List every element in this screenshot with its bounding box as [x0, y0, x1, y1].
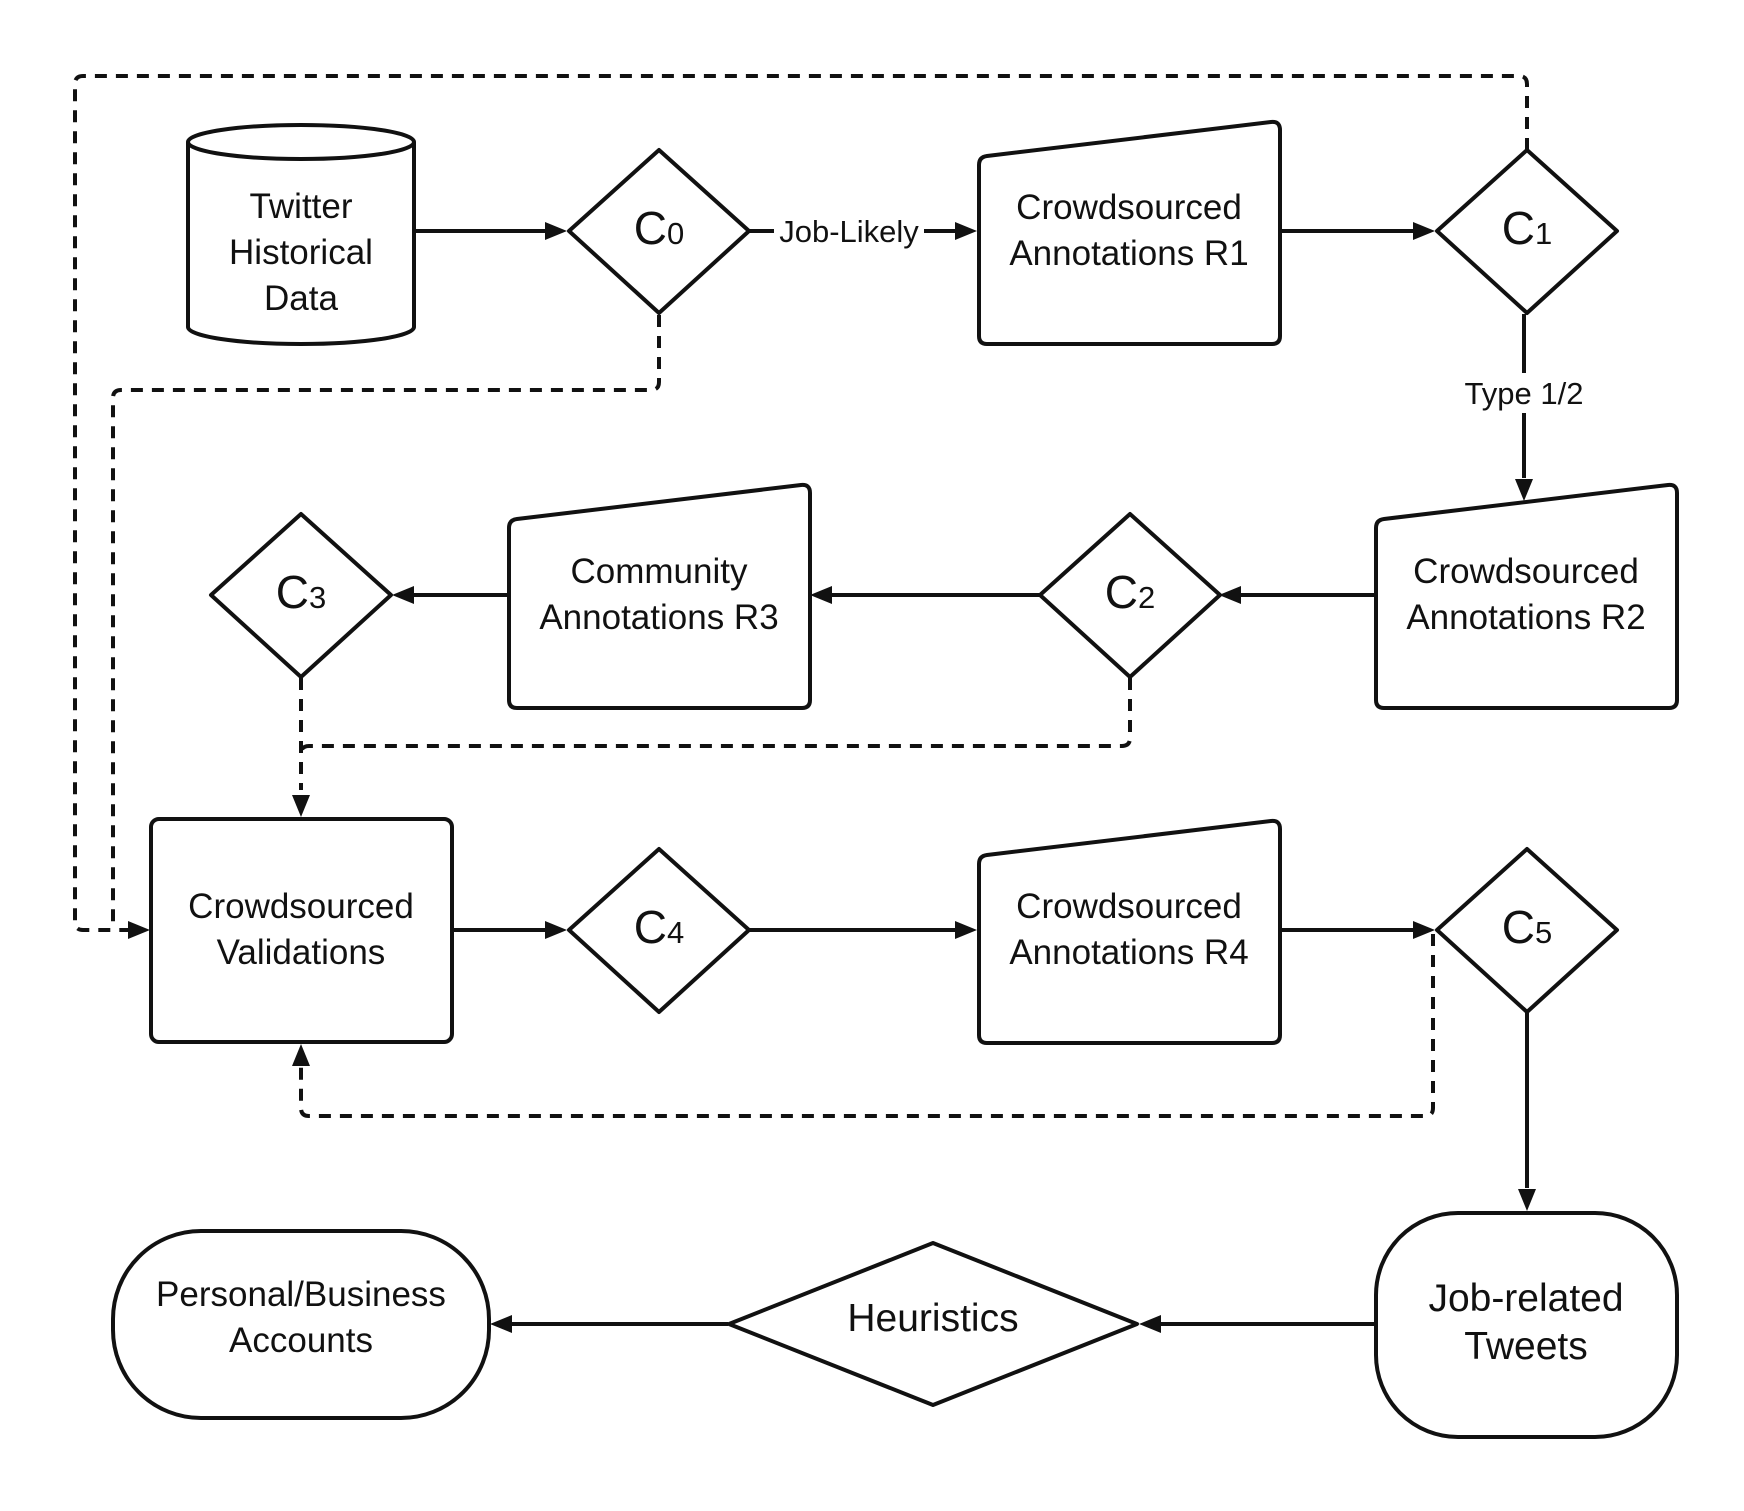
decision-diamond-heuristics: [727, 1241, 1139, 1407]
arrowhead-r2-top: [1515, 479, 1533, 501]
decision-diamond-c4: [567, 847, 751, 1014]
arrowhead-validations-left-outer: [128, 921, 150, 939]
process-box-validations: [149, 817, 454, 1044]
arrowhead-heuristics-right: [1139, 1315, 1161, 1333]
arrowhead-r3-right: [810, 586, 832, 604]
edge-c0-to-validations-dashed: [111, 315, 661, 930]
job-likely-label-bg: [774, 212, 924, 250]
c4-sub: 4: [667, 915, 684, 950]
arrowhead-validations-top: [292, 795, 310, 817]
node-crowdsourced-validations: Crowdsourced Validations: [149, 817, 454, 1044]
r3-label-line1: Community: [571, 552, 748, 591]
accounts-label-line2: Accounts: [229, 1321, 373, 1360]
r3-label-line2: Annotations R3: [539, 598, 778, 637]
c2-sub: 2: [1138, 580, 1155, 615]
edge-c1-to-validations-dashed: [73, 74, 1529, 932]
c5-main: C: [1502, 901, 1535, 953]
type-12-label: Type 1/2: [1465, 376, 1584, 411]
database-cylinder-rim: [186, 141, 416, 161]
arrowhead-tweets-top: [1518, 1189, 1536, 1211]
arrowhead-c4-left: [545, 921, 567, 939]
c0-label: C0: [634, 202, 684, 254]
node-crowdsourced-annotations-r4: Crowdsourced Annotations R4: [977, 818, 1282, 1045]
c3-label: C3: [276, 566, 326, 618]
edge-c5-to-validations-dashed: [299, 934, 1435, 1118]
r1-label-line2: Annotations R1: [1009, 234, 1248, 273]
c0-sub: 0: [667, 216, 684, 251]
manual-input-shape-r1: [977, 119, 1282, 346]
node-c5-decision: C5: [1435, 847, 1619, 1014]
c1-main: C: [1502, 202, 1535, 254]
node-c4-decision: C4: [567, 847, 751, 1014]
job-likely-label: Job-Likely: [779, 214, 919, 249]
decision-diamond-c3: [209, 512, 393, 679]
node-c0-decision: C0: [567, 148, 751, 315]
node-twitter-historical-data: Twitter Historical Data: [186, 123, 416, 346]
terminal-shape-accounts: [111, 1229, 491, 1420]
node-heuristics: Heuristics: [727, 1241, 1139, 1407]
c2-main: C: [1105, 566, 1138, 618]
arrowhead-accounts-right: [490, 1315, 512, 1333]
solid-edges: Job-Likely Type 1/2: [392, 212, 1592, 1333]
r1-label-line1: Crowdsourced: [1016, 188, 1242, 227]
node-job-related-tweets: Job-related Tweets: [1374, 1211, 1679, 1439]
node-community-annotations-r3: Community Annotations R3: [507, 482, 812, 710]
edge-c2-to-validations-dashed: [299, 678, 1132, 755]
decision-diamond-c0: [567, 148, 751, 315]
c2-label: C2: [1105, 566, 1155, 618]
arrowhead-r1-left: [955, 222, 977, 240]
c3-main: C: [276, 566, 309, 618]
twitter-data-label-line3: Data: [264, 279, 338, 318]
job-tweets-label-line2: Tweets: [1464, 1325, 1588, 1368]
node-c2-decision: C2: [1038, 512, 1222, 679]
r2-label-line1: Crowdsourced: [1413, 552, 1639, 591]
arrowhead-c3-right: [392, 586, 414, 604]
c3-sub: 3: [309, 580, 326, 615]
node-crowdsourced-annotations-r1: Crowdsourced Annotations R1: [977, 119, 1282, 346]
arrowhead-c5-left: [1413, 921, 1435, 939]
node-c1-decision: C1: [1435, 148, 1619, 315]
r4-label-line2: Annotations R4: [1009, 933, 1248, 972]
decision-diamond-c2: [1038, 512, 1222, 679]
heuristics-label: Heuristics: [847, 1297, 1018, 1340]
c4-main: C: [634, 901, 667, 953]
accounts-label-line1: Personal/Business: [156, 1275, 446, 1314]
c1-label: C1: [1502, 202, 1552, 254]
validations-label-line2: Validations: [217, 933, 386, 972]
node-crowdsourced-annotations-r2: Crowdsourced Annotations R2: [1374, 482, 1679, 710]
decision-diamond-c5: [1435, 847, 1619, 1014]
dashed-edges: [73, 74, 1529, 1118]
twitter-data-label-line1: Twitter: [249, 187, 352, 226]
c0-main: C: [634, 202, 667, 254]
decision-diamond-c1: [1435, 148, 1619, 315]
arrowhead-r4-left: [955, 921, 977, 939]
twitter-data-label-line2: Historical: [229, 233, 373, 272]
arrowhead-c1-left: [1413, 222, 1435, 240]
c5-sub: 5: [1535, 915, 1552, 950]
c5-label: C5: [1502, 901, 1552, 953]
r2-label-line2: Annotations R2: [1406, 598, 1645, 637]
validations-label-line1: Crowdsourced: [188, 887, 414, 926]
c1-sub: 1: [1535, 216, 1552, 251]
node-c3-decision: C3: [209, 512, 393, 679]
job-tweets-label-line1: Job-related: [1428, 1277, 1623, 1320]
r4-label-line1: Crowdsourced: [1016, 887, 1242, 926]
manual-input-shape-r3: [507, 482, 812, 710]
arrowhead-validations-bottom: [292, 1044, 310, 1066]
manual-input-shape-r4: [977, 818, 1282, 1045]
database-cylinder-icon: [186, 123, 416, 346]
arrowhead-c0-left: [545, 222, 567, 240]
c4-label: C4: [634, 901, 684, 953]
terminal-shape-job-tweets: [1374, 1211, 1679, 1439]
manual-input-shape-r2: [1374, 482, 1679, 710]
type-12-label-bg: [1456, 373, 1592, 413]
node-personal-business-accounts: Personal/Business Accounts: [111, 1229, 491, 1420]
arrowhead-c2-right: [1219, 586, 1241, 604]
